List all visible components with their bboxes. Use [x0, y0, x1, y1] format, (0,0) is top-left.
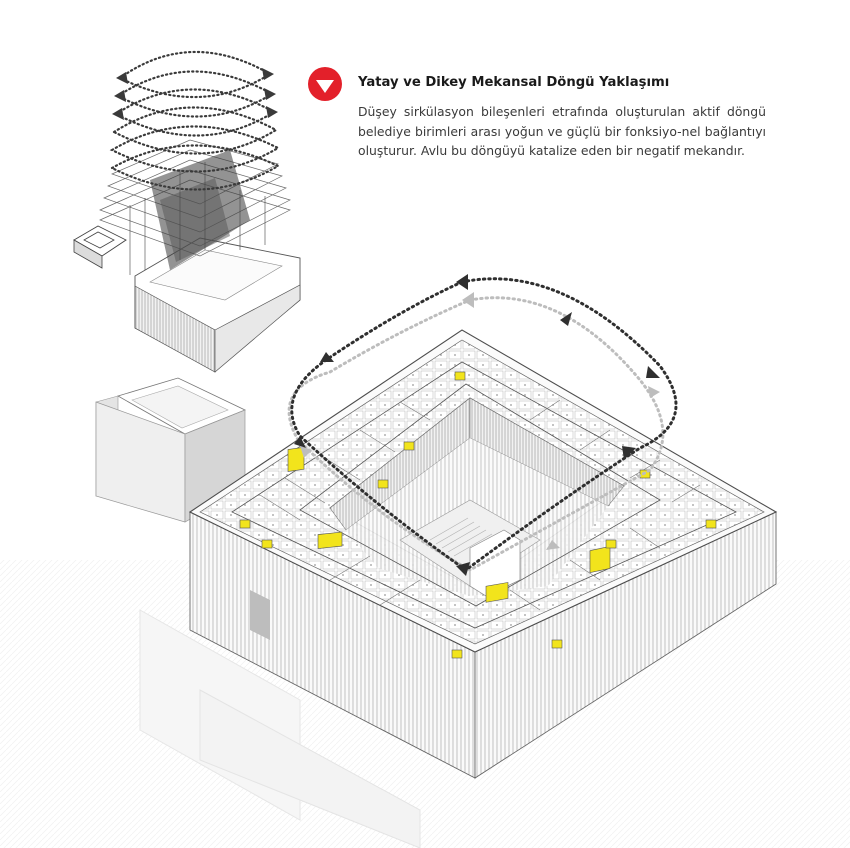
- annex-block: [95, 377, 246, 523]
- down-triangle-glyph: [316, 80, 334, 93]
- section-title: Yatay ve Dikey Mekansal Döngü Yaklaşımı: [358, 75, 670, 90]
- main-building-axonometric: [188, 329, 778, 779]
- section-description: Düşey sirkülasyon bileşenleri etrafında …: [358, 104, 766, 158]
- circulation-core-highlights: [239, 371, 717, 659]
- horizontal-loop-arrows: [287, 274, 678, 576]
- tower-exploded-axonometric: [73, 50, 301, 373]
- heading-marker-group: [308, 67, 342, 101]
